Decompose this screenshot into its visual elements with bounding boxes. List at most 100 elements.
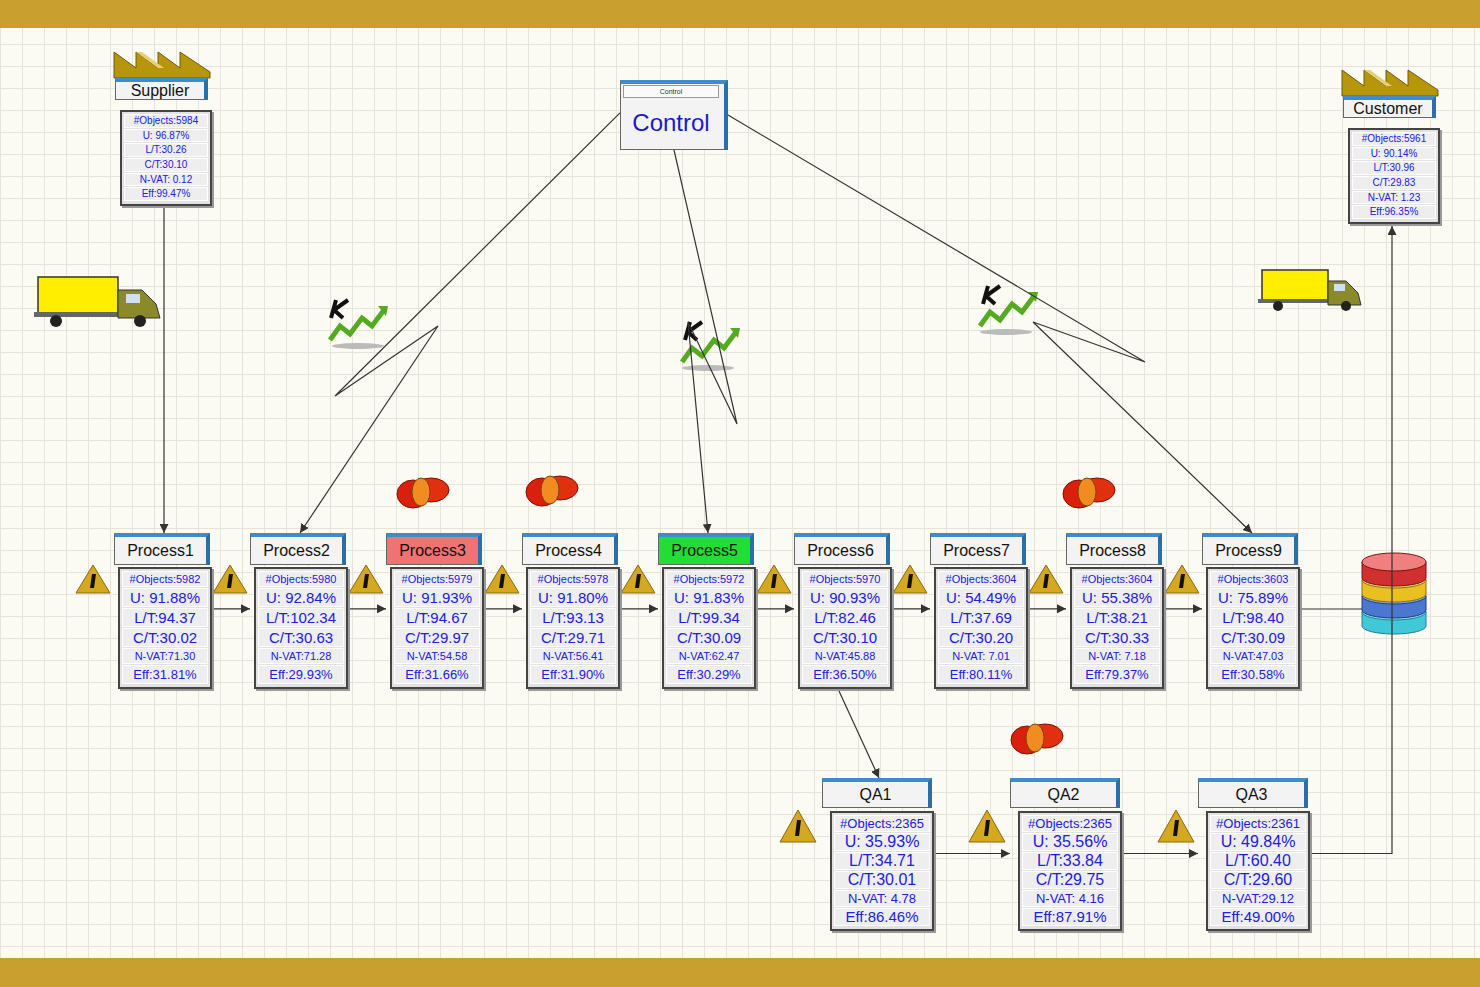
metrics-table: #Objects:3603U: 75.89%L/T:98.40C/T:30.09… xyxy=(1206,567,1300,689)
kanban-icon xyxy=(330,300,388,349)
metric-value: C/T:29.97 xyxy=(394,628,480,647)
metric-value: N-VAT:47.03 xyxy=(1210,648,1296,664)
metric-value: N-VAT: 7.18 xyxy=(1074,648,1160,664)
metric-value: U: 35.56% xyxy=(1022,833,1118,851)
metrics-table: #Objects:3604U: 54.49%L/T:37.69C/T:30.20… xyxy=(934,567,1028,689)
box-title: Process2 xyxy=(250,533,346,565)
flow-arrow xyxy=(1166,608,1202,609)
metric-value: C/T:30.63 xyxy=(258,628,344,647)
process-box: Process6#Objects:5970U: 90.93%L/T:82.46C… xyxy=(794,533,894,691)
metric-value: L/T:30.96 xyxy=(1352,161,1436,175)
process-box: Process9#Objects:3603U: 75.89%L/T:98.40C… xyxy=(1202,533,1302,691)
metric-value: C/T:30.20 xyxy=(938,628,1024,647)
process-box: Process8#Objects:3604U: 55.38%L/T:38.21C… xyxy=(1066,533,1166,691)
box-title: QA3 xyxy=(1198,778,1308,808)
metric-value: N-VAT: 4.78 xyxy=(834,890,930,907)
factory-icon xyxy=(114,52,210,78)
box-title: Customer xyxy=(1343,96,1436,118)
flow-arrow xyxy=(1312,226,1392,854)
factory-box: Customer #Objects:5961U: 90.14%L/T:30.96C… xyxy=(1341,96,1441,226)
metric-value: #Objects:2361 xyxy=(1210,815,1306,832)
truck-icon xyxy=(1258,270,1361,311)
metrics-table: #Objects:3604U: 55.38%L/T:38.21C/T:30.33… xyxy=(1070,567,1164,689)
signal-line xyxy=(674,150,737,533)
metric-value: #Objects:3604 xyxy=(1074,571,1160,587)
flow-arrow xyxy=(1124,853,1198,854)
alert-icon xyxy=(526,476,578,506)
metric-value: L/T:94.37 xyxy=(122,608,208,627)
flow-line xyxy=(1300,608,1362,609)
metric-value: C/T:29.71 xyxy=(530,628,616,647)
top-band xyxy=(0,0,1480,28)
box-title: QA2 xyxy=(1010,778,1120,808)
metric-value: N-VAT:45.88 xyxy=(802,648,888,664)
metric-value: L/T:93.13 xyxy=(530,608,616,627)
metric-value: Eff:86.46% xyxy=(834,908,930,926)
metrics-table: #Objects:5961U: 90.14%L/T:30.96C/T:29.83… xyxy=(1348,128,1440,224)
metric-value: Eff:96.35% xyxy=(1352,205,1436,219)
metric-value: U: 90.14% xyxy=(1352,147,1436,161)
metric-value: C/T:30.02 xyxy=(122,628,208,647)
control-box: ControlControl xyxy=(620,80,728,150)
box-title: Process1 xyxy=(114,533,210,565)
alert-icon xyxy=(397,478,449,508)
metrics-table: #Objects:2365U: 35.56%L/T:33.84C/T:29.75… xyxy=(1018,811,1122,931)
metric-value: U: 54.49% xyxy=(938,588,1024,607)
truck-icon xyxy=(34,277,160,327)
qa-box: QA3#Objects:2361U: 49.84%L/T:60.40C/T:29… xyxy=(1198,778,1312,932)
flow-arrow xyxy=(350,608,386,609)
flow-arrow xyxy=(758,608,794,609)
box-title: Process3 xyxy=(386,533,482,565)
metric-value: C/T:29.60 xyxy=(1210,871,1306,889)
box-title: Process4 xyxy=(522,533,618,565)
metric-value: #Objects:5984 xyxy=(124,114,208,128)
factory-icon xyxy=(1342,70,1438,96)
bottom-band xyxy=(0,958,1480,987)
metric-value: Eff:30.29% xyxy=(666,665,752,684)
process-box: Process5#Objects:5972U: 91.83%L/T:99.34C… xyxy=(658,533,758,691)
metric-value: U: 75.89% xyxy=(1210,588,1296,607)
metric-value: #Objects:5979 xyxy=(394,571,480,587)
flow-arrow xyxy=(936,853,1010,854)
metric-value: L/T:82.46 xyxy=(802,608,888,627)
metric-value: U: 91.80% xyxy=(530,588,616,607)
metric-value: L/T:30.26 xyxy=(124,143,208,157)
metrics-table: #Objects:5982U: 91.88%L/T:94.37C/T:30.02… xyxy=(118,567,212,689)
metric-value: U: 92.84% xyxy=(258,588,344,607)
box-title: Process5 xyxy=(658,533,754,565)
metric-value: Eff:79.37% xyxy=(1074,665,1160,684)
box-title: Process9 xyxy=(1202,533,1298,565)
metric-value: U: 35.93% xyxy=(834,833,930,851)
metric-value: Eff:30.58% xyxy=(1210,665,1296,684)
metric-value: N-VAT:71.30 xyxy=(122,648,208,664)
metric-value: #Objects:2365 xyxy=(1022,815,1118,832)
process-box: Process4#Objects:5978U: 91.80%L/T:93.13C… xyxy=(522,533,622,691)
kanban-icon xyxy=(682,322,740,371)
metric-value: N-VAT: 1.23 xyxy=(1352,191,1436,205)
metric-value: L/T:37.69 xyxy=(938,608,1024,627)
metric-value: #Objects:3604 xyxy=(938,571,1024,587)
metric-value: C/T:30.10 xyxy=(124,158,208,172)
process-box: Process1#Objects:5982U: 91.88%L/T:94.37C… xyxy=(114,533,214,691)
metric-value: C/T:30.10 xyxy=(802,628,888,647)
metric-value: #Objects:3603 xyxy=(1210,571,1296,587)
metric-value: Eff:31.81% xyxy=(122,665,208,684)
metric-value: U: 96.87% xyxy=(124,129,208,143)
control-label: Control xyxy=(623,98,719,147)
metric-value: Eff:99.47% xyxy=(124,187,208,201)
metrics-table: #Objects:5970U: 90.93%L/T:82.46C/T:30.10… xyxy=(798,567,892,689)
metric-value: L/T:94.67 xyxy=(394,608,480,627)
metric-value: N-VAT: 0.12 xyxy=(124,173,208,187)
database-icon xyxy=(1362,553,1426,634)
flow-arrow xyxy=(894,608,930,609)
flow-arrow xyxy=(1030,608,1066,609)
metric-value: U: 91.88% xyxy=(122,588,208,607)
flow-arrow xyxy=(839,691,879,778)
metrics-table: #Objects:2365U: 35.93%L/T:34.71C/T:30.01… xyxy=(830,811,934,931)
flow-arrow xyxy=(214,608,250,609)
process-box: Process7#Objects:3604U: 54.49%L/T:37.69C… xyxy=(930,533,1030,691)
metric-value: U: 90.93% xyxy=(802,588,888,607)
metric-value: Eff:80.11% xyxy=(938,665,1024,684)
metric-value: N-VAT:54.58 xyxy=(394,648,480,664)
